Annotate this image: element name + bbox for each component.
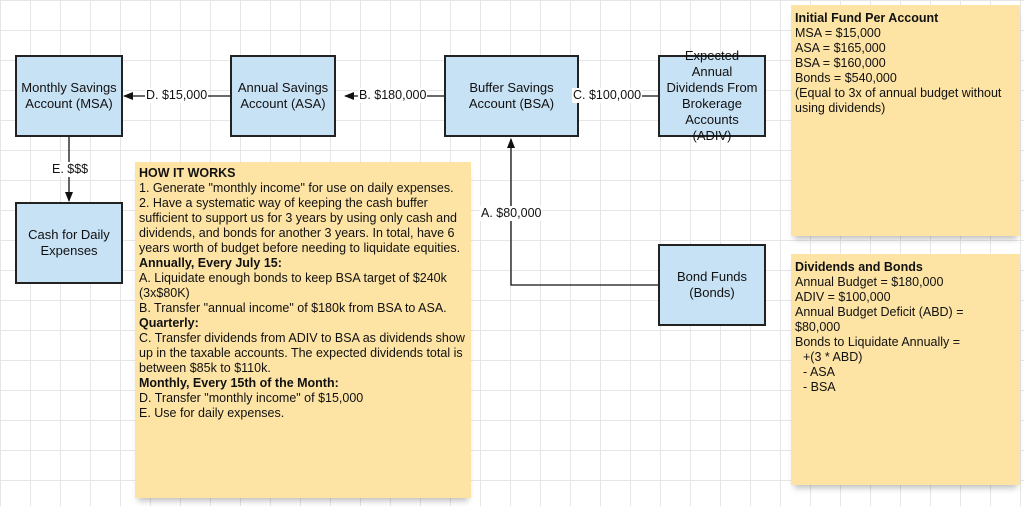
monthly-title: Monthly, Every 15th of the Month: xyxy=(139,376,339,390)
asa-box[interactable]: Annual Savings Account (ASA) xyxy=(230,55,336,137)
abd-text: Annual Budget Deficit (ABD) = $80,000 xyxy=(795,305,964,334)
initial-fund-bsa: BSA = $160,000 xyxy=(795,56,886,70)
edge-label-b: B. $180,000 xyxy=(358,88,428,103)
edge-label-a: A. $80,000 xyxy=(480,206,543,221)
initial-fund-bonds: Bonds = $540,000 xyxy=(795,71,897,85)
initial-fund-bonds-note: (Equal to 3x of annual budget without us… xyxy=(795,86,1002,115)
how-it-works-line2: 2. Have a systematic way of keeping the … xyxy=(139,196,461,255)
adiv-label: Expected Annual Dividends From Brokerage… xyxy=(666,48,758,143)
formula-text: +(3 * ABD) xyxy=(803,350,863,364)
annual-title: Annually, Every July 15: xyxy=(139,256,282,270)
minus-asa-text: - ASA xyxy=(803,365,835,379)
bsa-box[interactable]: Buffer Savings Account (BSA) xyxy=(444,55,579,137)
dividends-bonds-note: Dividends and Bonds Annual Budget = $180… xyxy=(791,254,1020,485)
monthly-step-e: E. Use for daily expenses. xyxy=(139,406,285,420)
bonds-label: Bond Funds (Bonds) xyxy=(676,269,748,300)
quarterly-title: Quarterly: xyxy=(139,316,199,330)
adiv-box[interactable]: Expected Annual Dividends From Brokerage… xyxy=(658,48,766,143)
bsa-label: Buffer Savings Account (BSA) xyxy=(468,80,555,111)
arrow-bonds-to-bsa xyxy=(507,138,658,286)
how-it-works-title: HOW IT WORKS xyxy=(139,166,236,180)
edge-label-d: D. $15,000 xyxy=(145,88,209,103)
how-it-works-line1: 1. Generate "monthly income" for use on … xyxy=(139,181,454,195)
annual-step-b: B. Transfer "annual income" of $180k fro… xyxy=(139,301,447,315)
adiv-text: ADIV = $100,000 xyxy=(795,290,891,304)
initial-fund-note: Initial Fund Per Account MSA = $15,000 A… xyxy=(791,5,1020,236)
asa-label: Annual Savings Account (ASA) xyxy=(237,80,329,111)
msa-box[interactable]: Monthly Savings Account (MSA) xyxy=(15,55,123,137)
how-it-works-note: HOW IT WORKS 1. Generate "monthly income… xyxy=(135,162,471,498)
dividends-bonds-title: Dividends and Bonds xyxy=(795,260,923,274)
monthly-step-d: D. Transfer "monthly income" of $15,000 xyxy=(139,391,364,405)
initial-fund-msa: MSA = $15,000 xyxy=(795,26,881,40)
liquidate-text: Bonds to Liquidate Annually = xyxy=(795,335,961,349)
msa-label: Monthly Savings Account (MSA) xyxy=(21,80,117,111)
cash-label: Cash for Daily Expenses xyxy=(28,227,110,258)
quarterly-step-c: C. Transfer dividends from ADIV to BSA a… xyxy=(139,331,465,375)
minus-bsa-text: - BSA xyxy=(803,380,836,394)
annual-step-a: A. Liquidate enough bonds to keep BSA ta… xyxy=(139,271,447,300)
initial-fund-title: Initial Fund Per Account xyxy=(795,11,939,25)
bonds-box[interactable]: Bond Funds (Bonds) xyxy=(658,244,766,326)
initial-fund-asa: ASA = $165,000 xyxy=(795,41,886,55)
cash-box[interactable]: Cash for Daily Expenses xyxy=(15,202,123,284)
annual-budget-text: Annual Budget = $180,000 xyxy=(795,275,944,289)
edge-label-c: C. $100,000 xyxy=(572,88,643,103)
edge-label-e: E. $$$ xyxy=(51,162,90,177)
